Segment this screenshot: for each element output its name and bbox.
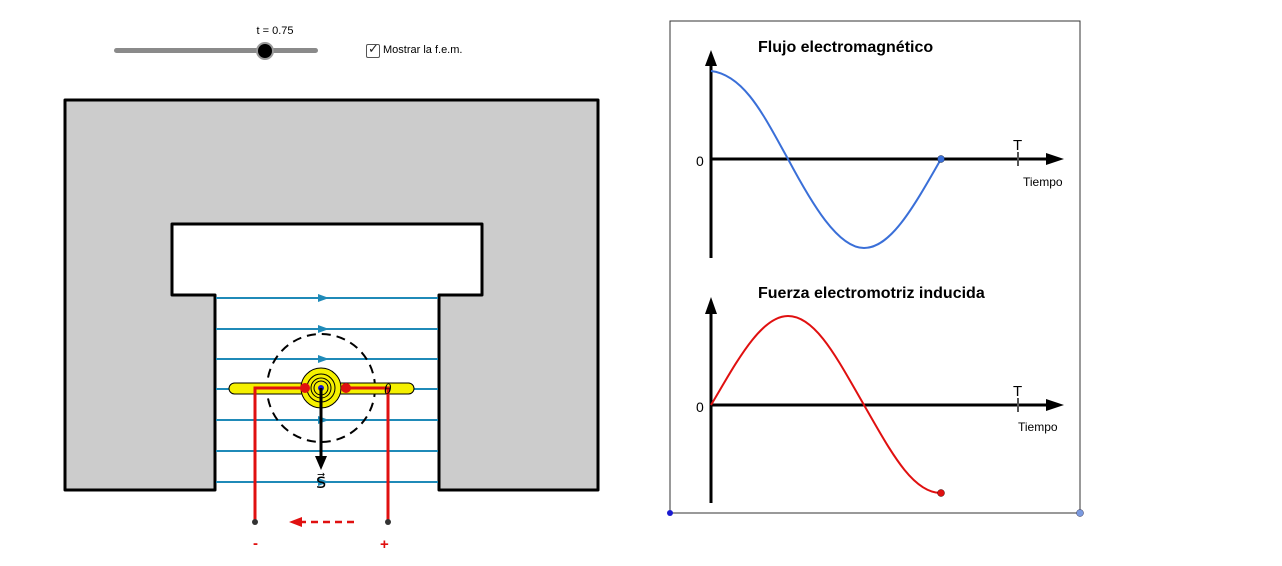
emf-period-label: T bbox=[1013, 383, 1022, 400]
flux-period-label: T bbox=[1013, 137, 1022, 154]
emf-zero-label: 0 bbox=[696, 399, 704, 415]
graph-panel bbox=[669, 20, 1081, 514]
circuit-wires bbox=[253, 386, 390, 522]
time-slider-thumb[interactable] bbox=[256, 42, 274, 60]
time-slider-track[interactable] bbox=[114, 48, 318, 53]
angle-label: θ bbox=[384, 382, 392, 398]
flux-time-label: Tiempo bbox=[1023, 175, 1063, 189]
emf-graph bbox=[705, 297, 1064, 503]
terminal-positive-label: + bbox=[380, 536, 389, 553]
terminal-negative bbox=[252, 519, 258, 525]
terminal-positive bbox=[385, 519, 391, 525]
terminal-negative-label: - bbox=[253, 535, 258, 552]
contact-right bbox=[341, 383, 351, 393]
show-emf-label[interactable]: Mostrar la f.e.m. bbox=[383, 44, 463, 56]
panel-corner-right[interactable] bbox=[1076, 509, 1084, 517]
current-direction-arrow bbox=[289, 517, 354, 527]
panel-corner-left[interactable] bbox=[667, 510, 673, 516]
magnet-body bbox=[63, 98, 600, 492]
checkmark-icon: ✓ bbox=[368, 41, 379, 56]
time-slider-label: t = 0.75 bbox=[256, 25, 294, 37]
area-vector bbox=[315, 388, 327, 470]
area-vector-label: S⃗ bbox=[316, 472, 326, 492]
flux-zero-label: 0 bbox=[696, 153, 704, 169]
contact-left bbox=[300, 383, 310, 393]
flux-graph bbox=[705, 50, 1064, 258]
flux-graph-title: Flujo electromagnético bbox=[758, 39, 933, 56]
emf-graph-title: Fuerza electromotriz inducida bbox=[758, 285, 985, 302]
show-emf-checkbox[interactable]: ✓ bbox=[366, 41, 380, 58]
emf-time-label: Tiempo bbox=[1018, 420, 1058, 434]
